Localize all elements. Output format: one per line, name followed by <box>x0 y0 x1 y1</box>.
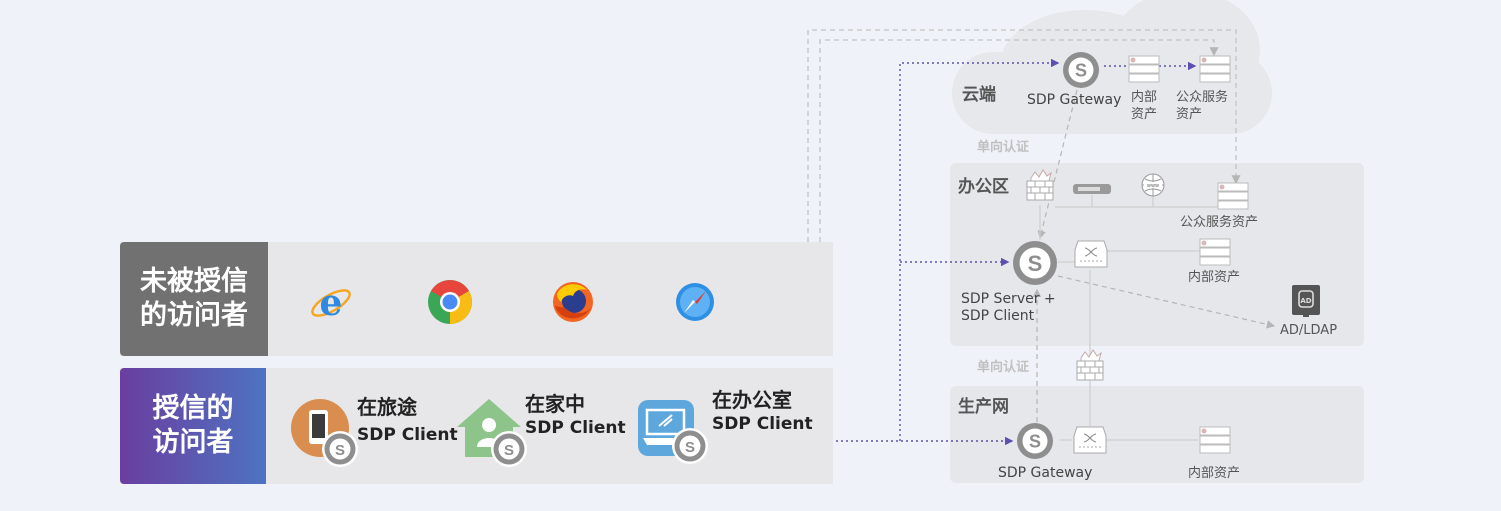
s-badge-icon: S <box>1063 52 1099 88</box>
office-title: 办公区 <box>958 177 1009 197</box>
mobile-phone-icon: S <box>291 399 358 467</box>
svg-text:AD: AD <box>1300 297 1311 305</box>
svg-text:S: S <box>504 442 514 459</box>
auth-label-2: 单向认证 <box>977 360 1030 375</box>
safari-icon <box>676 283 714 321</box>
office-internal-assets-label: 内部资产 <box>1188 270 1241 285</box>
server-icon <box>1199 55 1231 83</box>
dashed-route-inner <box>819 39 1219 242</box>
production-internal-assets-label: 内部资产 <box>1188 466 1241 481</box>
dashed-gw-to-server <box>1037 89 1078 240</box>
svg-text:S: S <box>1028 251 1043 276</box>
firewall-icon <box>1026 169 1054 201</box>
production-gateway-label: SDP Gateway <box>998 465 1093 481</box>
client-place: 在办公室 <box>712 388 792 412</box>
chrome-icon <box>428 280 472 324</box>
server-icon <box>1199 238 1231 266</box>
server-icon <box>1199 426 1231 454</box>
client-place: 在家中 <box>525 392 585 416</box>
svg-text:S: S <box>1029 432 1041 452</box>
svg-text:S: S <box>335 442 345 459</box>
trusted-heading: 授信的 访问者 <box>120 368 266 484</box>
server-icon <box>1217 182 1249 210</box>
switch-icon <box>1073 184 1111 194</box>
office-server-label: SDP Server + SDP Client <box>961 291 1056 324</box>
server-icon <box>1128 55 1160 83</box>
router-icon <box>1073 426 1107 454</box>
svg-text:www: www <box>1147 183 1159 189</box>
client-place: 在旅途 <box>357 395 417 419</box>
cloud-public-assets-label: 公众服务 资产 <box>1176 90 1229 122</box>
dotted-route-up <box>899 58 1060 441</box>
auth-label-1: 单向认证 <box>977 140 1030 155</box>
dashed-server-to-ad <box>1057 275 1276 329</box>
svg-text:S: S <box>1075 61 1087 81</box>
router-icon <box>1074 240 1108 268</box>
ie-icon: e <box>311 282 351 324</box>
office-public-assets-label: 公众服务资产 <box>1180 215 1259 230</box>
cloud-internal-assets-label: 内部 资产 <box>1131 90 1158 122</box>
dashed-route-outer <box>807 29 1241 242</box>
client-name: SDP Client <box>525 418 626 438</box>
firefox-icon <box>553 282 593 322</box>
cloud-gateway-label: SDP Gateway <box>1027 92 1122 108</box>
laptop-icon: S <box>638 400 708 464</box>
client-name: SDP Client <box>712 414 813 434</box>
home-user-icon: S <box>457 399 527 467</box>
s-badge-icon: S <box>1017 423 1053 459</box>
ad-ldap-label: AD/LDAP <box>1280 323 1338 338</box>
untrusted-heading: 未被授信 的访问者 <box>120 242 268 356</box>
s-badge-icon: S <box>1013 241 1057 285</box>
ad-ldap-icon: AD <box>1292 285 1320 317</box>
svg-text:S: S <box>685 439 695 456</box>
production-title: 生产网 <box>958 397 1009 417</box>
svg-text:e: e <box>320 282 343 324</box>
firewall-icon <box>1076 349 1104 381</box>
cloud-title: 云端 <box>962 85 996 105</box>
client-name: SDP Client <box>357 425 458 445</box>
globe-icon: www <box>1141 173 1165 197</box>
